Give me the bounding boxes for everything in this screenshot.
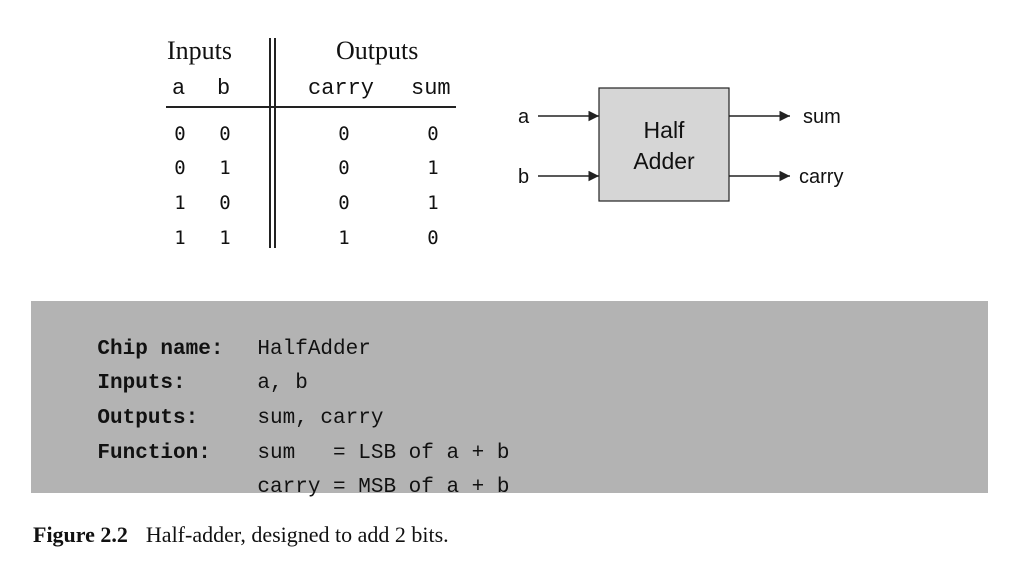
column-header-carry: carry <box>308 76 375 101</box>
table-cell: 0 <box>174 157 186 179</box>
api-value: HalfAdder <box>257 338 371 361</box>
table-cell: 0 <box>338 123 350 145</box>
figure-caption-text: Half-adder, designed to add 2 bits. <box>145 522 449 547</box>
table-cell: 1 <box>427 157 439 179</box>
table-cell: 0 <box>219 192 231 214</box>
api-row-chip-name: Chip name: HalfAdder <box>47 315 371 384</box>
table-cell: 0 <box>338 192 350 214</box>
chip-label-line2: Adder <box>633 148 695 174</box>
half-adder-diagram: a b Half Adder sum carry <box>518 87 843 202</box>
api-key: Inputs: <box>97 372 186 395</box>
figure-label: Figure 2.2 <box>33 522 128 547</box>
api-value: sum, carry <box>257 407 384 430</box>
table-cell: 1 <box>174 227 186 249</box>
table-divider-right <box>274 38 276 248</box>
api-key: Outputs: <box>97 407 199 430</box>
table-cell: 1 <box>219 227 231 249</box>
table-divider-left <box>269 38 271 248</box>
column-header-b: b <box>217 76 231 101</box>
table-cell: 1 <box>427 192 439 214</box>
inputs-group-header: Inputs <box>167 36 232 65</box>
table-cell: 1 <box>174 192 186 214</box>
api-key: Chip name: <box>97 338 224 361</box>
api-value: sum = LSB of a + b <box>257 442 510 465</box>
api-value: carry = MSB of a + b <box>257 476 510 499</box>
chip-label-line1: Half <box>644 117 686 143</box>
table-cell: 1 <box>219 157 231 179</box>
api-row-inputs: Inputs: a, b <box>47 349 308 418</box>
outputs-group-header: Outputs <box>336 36 419 65</box>
api-value: a, b <box>257 372 308 395</box>
table-cell: 0 <box>338 157 350 179</box>
chip-api-box: Chip name: HalfAdder Inputs: a, b Outputs:… <box>31 301 988 499</box>
input-a-label: a <box>518 106 530 128</box>
table-cell: 1 <box>338 227 350 249</box>
half-adder-chip <box>598 87 730 202</box>
input-b-label: b <box>518 166 529 188</box>
api-row-function: Function: sum = LSB of a + b <box>47 419 509 488</box>
table-cell: 0 <box>427 123 439 145</box>
table-cell: 0 <box>219 123 231 145</box>
api-row-function-cont: carry = MSB of a + b <box>47 453 509 522</box>
output-carry-label: carry <box>799 166 843 188</box>
table-cell: 0 <box>427 227 439 249</box>
api-row-outputs: Outputs: sum, carry <box>47 384 383 453</box>
figure-caption: Figure 2.2 Half-adder, designed to add 2 … <box>33 522 449 548</box>
table-header-rule <box>166 106 456 108</box>
table-cell: 0 <box>174 123 186 145</box>
api-key: Function: <box>97 442 211 465</box>
output-sum-label: sum <box>803 106 841 128</box>
column-header-sum: sum <box>411 76 451 101</box>
column-header-a: a <box>172 76 186 101</box>
